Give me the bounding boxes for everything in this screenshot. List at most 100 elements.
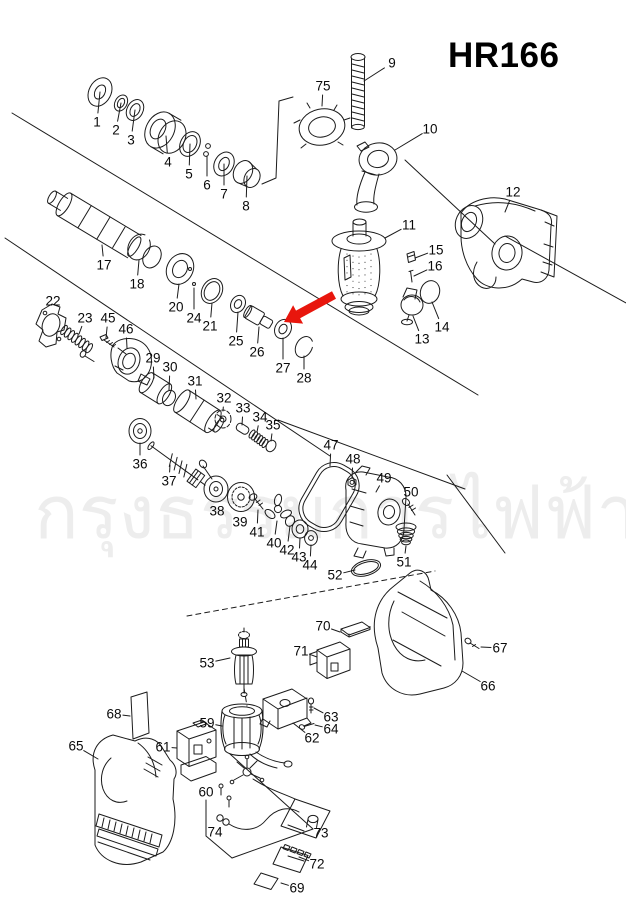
part-36-drawing — [128, 418, 152, 444]
part-number-14: 14 — [434, 320, 450, 335]
part-number-16: 16 — [427, 259, 442, 274]
part-17-drawing — [47, 190, 142, 259]
part-59-drawing — [220, 703, 293, 769]
leader-line-65 — [83, 750, 99, 760]
part-68-drawing — [130, 691, 150, 740]
part-30-drawing — [162, 389, 176, 407]
part-22-drawing — [35, 303, 67, 348]
part-53-drawing — [231, 627, 257, 697]
part-21-drawing — [200, 278, 224, 304]
part-67-drawing — [464, 637, 480, 649]
leader-line-31 — [195, 389, 197, 400]
part-number-2: 2 — [112, 123, 120, 138]
part-number-27: 27 — [275, 361, 290, 376]
part-number-69: 69 — [289, 881, 304, 896]
part-number-47: 47 — [323, 438, 338, 453]
leader-line-15 — [414, 252, 429, 259]
leader-line-59 — [215, 724, 223, 727]
leader-line-70 — [331, 628, 341, 633]
part-62-drawing — [259, 688, 312, 730]
part-number-22: 22 — [45, 294, 60, 309]
leader-line-14 — [431, 301, 440, 320]
part-number-51: 51 — [396, 555, 411, 570]
part-70-drawing — [340, 621, 371, 638]
part-number-64: 64 — [323, 722, 339, 737]
part-number-8: 8 — [242, 199, 250, 214]
part-number-42: 42 — [279, 543, 294, 558]
part-number-59: 59 — [199, 716, 214, 731]
leader-line-63 — [313, 707, 324, 714]
part-65-drawing — [92, 734, 177, 865]
leader-line-68 — [122, 714, 131, 717]
part-40-drawing — [264, 493, 292, 520]
part-number-60: 60 — [198, 785, 213, 800]
part-73-drawing — [229, 754, 331, 839]
leader-line-51 — [404, 545, 407, 554]
part-number-71: 71 — [293, 644, 308, 659]
part-number-52: 52 — [327, 568, 342, 583]
leader-line-29 — [152, 366, 155, 379]
leader-line-41 — [256, 509, 259, 524]
leader-line-3 — [131, 109, 136, 132]
leader-line-69 — [280, 882, 289, 886]
part-number-53: 53 — [199, 656, 214, 671]
part-number-43: 43 — [291, 550, 306, 565]
part-number-7: 7 — [220, 187, 228, 202]
part-48-drawing — [347, 477, 357, 488]
part-number-44: 44 — [302, 558, 318, 573]
part-47-drawing — [298, 462, 360, 532]
part-number-75: 75 — [315, 79, 330, 94]
part-9-drawing — [350, 53, 366, 131]
part-26-drawing — [243, 304, 274, 329]
part-44-drawing — [304, 530, 318, 546]
leader-line-25 — [236, 311, 239, 333]
part-number-36: 36 — [132, 457, 147, 472]
part-52-drawing — [350, 559, 382, 577]
part-number-33: 33 — [235, 401, 250, 416]
part-number-21: 21 — [202, 319, 217, 334]
part-number-13: 13 — [414, 332, 429, 347]
part-14-drawing — [419, 280, 441, 304]
part-61-drawing — [176, 719, 217, 782]
part-number-28: 28 — [296, 371, 311, 386]
part-number-35: 35 — [265, 418, 280, 433]
watermark: กรุงธรรมการไฟฟ้า — [34, 471, 626, 554]
leader-line-49 — [375, 485, 380, 493]
leader-line-1 — [97, 91, 101, 114]
leader-line-8 — [245, 175, 248, 198]
part-3-drawing — [125, 99, 145, 121]
leader-line-67 — [480, 646, 492, 648]
part-35-drawing — [265, 439, 277, 453]
leader-line-44 — [309, 544, 312, 557]
part-43-drawing — [291, 519, 309, 539]
leader-line-40 — [274, 520, 278, 535]
part-37-drawing — [147, 441, 206, 489]
leader-line-72 — [298, 856, 310, 862]
part-number-38: 38 — [209, 504, 224, 519]
leader-line-26 — [257, 326, 260, 344]
part-8-drawing — [232, 160, 261, 189]
part-number-26: 26 — [249, 345, 264, 360]
part-number-12: 12 — [505, 185, 520, 200]
part-number-34: 34 — [252, 410, 268, 425]
part-51-drawing — [395, 522, 417, 546]
part-number-3: 3 — [127, 133, 135, 148]
part-number-25: 25 — [228, 334, 243, 349]
part-number-66: 66 — [480, 679, 495, 694]
part-60-drawing — [218, 783, 232, 808]
leader-line-4 — [165, 135, 168, 154]
leader-line-53 — [215, 657, 231, 662]
part-20-drawing — [165, 253, 195, 285]
part-number-39: 39 — [232, 515, 247, 530]
leader-line-43 — [299, 537, 301, 549]
leader-line-2 — [117, 102, 122, 122]
part-number-18: 18 — [129, 277, 144, 292]
part-number-6: 6 — [203, 178, 211, 193]
part-number-63: 63 — [323, 710, 338, 725]
part-number-10: 10 — [422, 122, 437, 137]
highlight-arrow-layer — [284, 291, 336, 324]
part-number-49: 49 — [376, 471, 391, 486]
part-number-1: 1 — [93, 115, 101, 130]
